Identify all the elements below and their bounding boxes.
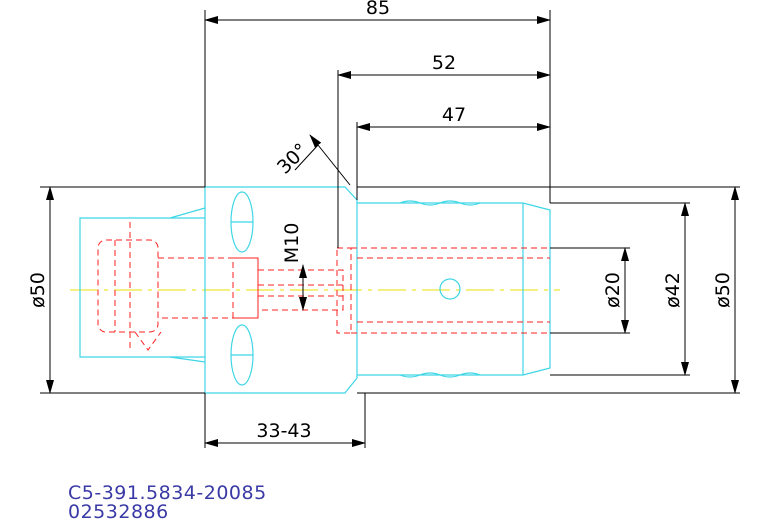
dim-m10: M10	[281, 223, 303, 264]
dim-dia-50-left: ø50	[27, 272, 49, 308]
dim-52: 52	[432, 52, 456, 74]
hidden-lines	[97, 222, 550, 351]
item-number: 02532886	[68, 501, 169, 523]
dim-85: 85	[366, 0, 390, 19]
dim-47: 47	[442, 104, 466, 126]
dim-dia-50-right: ø50	[712, 272, 734, 308]
dim-dia-42: ø42	[662, 272, 684, 308]
dimension-lines	[40, 10, 740, 448]
dim-dia-20: ø20	[602, 272, 624, 308]
part-number: C5-391.5834-20085	[68, 482, 267, 504]
dim-30-degree: 30°	[273, 139, 312, 178]
holder-outline	[79, 186, 551, 394]
dim-33-43: 33-43	[256, 420, 311, 442]
